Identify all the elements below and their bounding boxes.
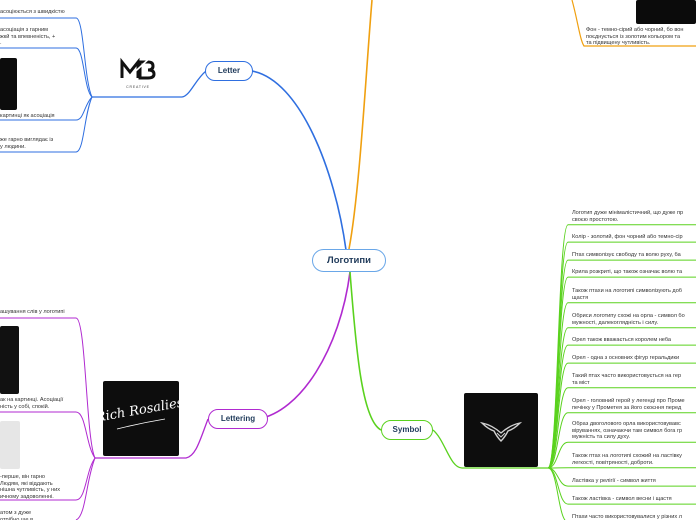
topic-letter[interactable]: Letter [205, 61, 253, 81]
connector-symbol [349, 271, 382, 431]
symbol-note-1: Логотип дуже мінімалістичний, що дуже пр… [572, 210, 684, 223]
topic-lettering[interactable]: Lettering [208, 409, 268, 429]
letter-note-1: асоціюється з швидкістю [0, 9, 65, 15]
letter-note-4: же гарно виглядає із у людини. [0, 137, 54, 150]
symbol-note-7: Орел також вважається королем неба [572, 337, 672, 343]
symbol-note-4: Крила розкриті, що також означає волю та [572, 269, 683, 275]
lettering-note-4: атом з дуже отрібно ще в [0, 510, 34, 520]
connector-lettering-note-2 [0, 411, 96, 459]
connector-symbol-note-8 [547, 362, 696, 469]
connector-letter-note-4 [0, 96, 93, 153]
connector-letter-note-1 [0, 17, 93, 98]
connector-letter [251, 70, 347, 251]
top-note-1: Фон - темно-сірий або чорний, бо вон поє… [586, 27, 684, 47]
symbol-note-12: Також птах на логотипі схожий на ластівк… [572, 453, 682, 466]
connector-symbol-note-9 [547, 387, 696, 469]
connector-symbol-note-15 [547, 467, 566, 520]
symbol-note-5: Також птахи на логотипі символізують доб… [572, 288, 683, 301]
mb-monogram-icon: CREATIVE [120, 53, 156, 89]
connector-letter-note-3 [0, 96, 93, 121]
connector-top-branch [348, 0, 373, 250]
connector-symbol-hub [432, 429, 548, 469]
topic-symbol[interactable]: Symbol [381, 420, 433, 440]
lettering-note-1: ашування слів у логотипі [0, 309, 65, 315]
connector-top-note [571, 0, 696, 47]
symbol-note-3: Птах символізує свободу та волю руху, ба [572, 252, 681, 258]
connector-letter-hub [92, 70, 207, 98]
lettering-note-2: ак на картинці. Асоціації ність у собі, … [0, 397, 64, 410]
symbol-note-14: Також ластівка - символ весни і щастя [572, 496, 672, 502]
lettering-note-image-light [0, 421, 20, 469]
connector-lettering-note-3 [0, 457, 96, 501]
connector-symbol-note-10 [547, 412, 696, 469]
bird-logo-icon [479, 421, 523, 442]
central-topic[interactable]: Логотипи [312, 249, 386, 272]
symbol-note-10: Орел - головний герой у легенді про Пром… [572, 398, 685, 411]
letter-note-3: картинці як асоціація [0, 113, 55, 119]
symbol-note-15: Птахи часто використовувалися у різних л [572, 514, 682, 520]
connector-lettering-note-1 [0, 317, 96, 459]
symbol-note-11: Образ двоголового орла використовувавс в… [572, 421, 683, 441]
letter-logo-image: CREATIVE [110, 48, 166, 92]
connector-lettering-hub [95, 418, 209, 459]
symbol-note-2: Колір - золотий, фон чорний або темно-сі… [572, 234, 683, 240]
symbol-note-6: Обриси логотипу схожі на орла - символ б… [572, 313, 685, 326]
lettering-note-3: -перше, він гарно Людям, які віддають ні… [0, 474, 61, 500]
letter-note-image [0, 58, 17, 110]
symbol-note-connectors [547, 224, 696, 520]
connector-lettering [257, 271, 351, 420]
connector-letter-note-2 [0, 47, 93, 98]
svg-text:Rich Rosalies: Rich Rosalies [103, 395, 179, 425]
lettering-note-image-dark [0, 326, 19, 394]
symbol-note-8: Орел - одна з основних фігур геральдики [572, 355, 680, 361]
letter-note-2: асоціація з гарним жкй та впевненість, +… [0, 27, 56, 47]
symbol-note-13: Ластівка у релігії - символ життя [572, 478, 656, 484]
svg-text:CREATIVE: CREATIVE [126, 85, 150, 89]
top-image-dark [636, 0, 696, 24]
symbol-note-9: Такий птах часто використовується на гер… [572, 373, 682, 386]
symbol-logo-image [464, 393, 538, 467]
connector-lettering-note-4 [75, 457, 96, 520]
connector-symbol-note-11 [547, 441, 696, 469]
script-signature-icon: Rich Rosalies [94, 395, 185, 430]
lettering-logo-image: Rich Rosalies [94, 381, 185, 456]
